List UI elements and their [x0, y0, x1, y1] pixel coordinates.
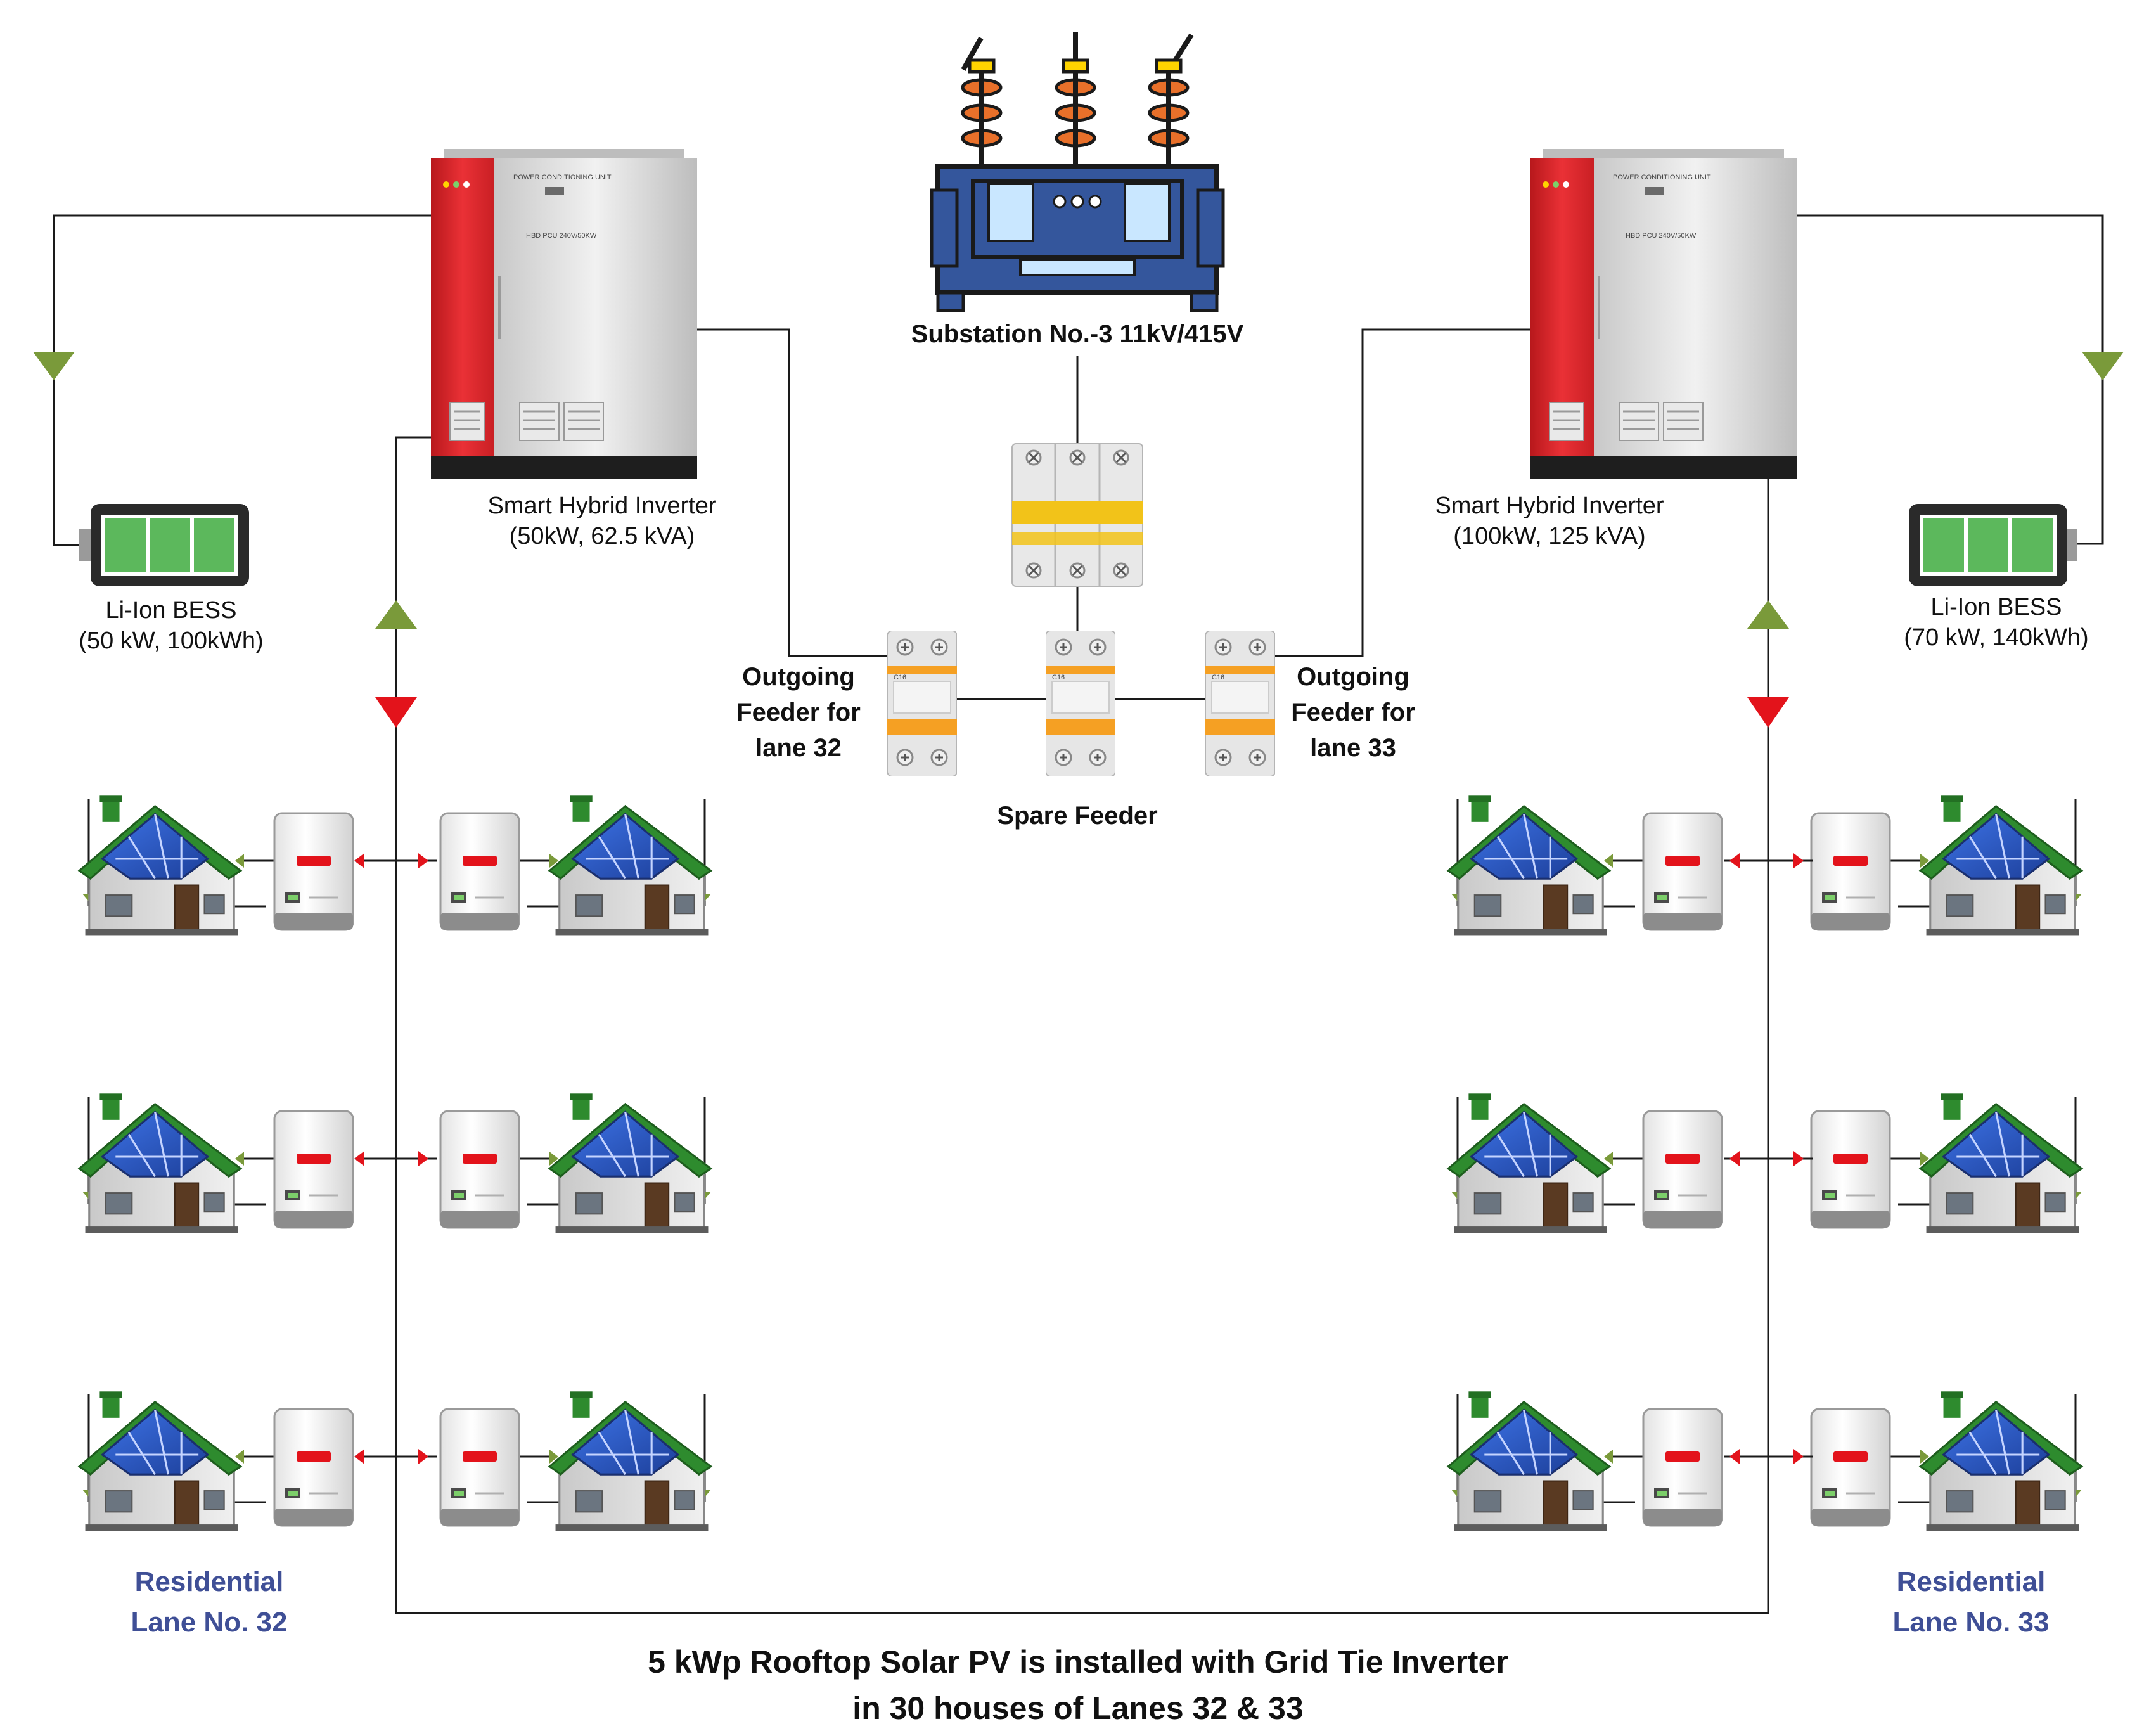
inverter-right-label: Smart Hybrid Inverter (100kW, 125 kVA): [1391, 491, 1708, 551]
spare-feeder-label: Spare Feeder: [951, 800, 1204, 832]
hybrid-inverter-left: POWER CONDITIONING UNIT HBD PCU 240V/50K…: [431, 149, 697, 479]
house-unit: [79, 1093, 353, 1233]
battery-right-rating: (70 kW, 140kWh): [1876, 623, 2117, 653]
house-unit: [1811, 795, 2082, 935]
lane-33-line1: Residential: [1851, 1562, 2091, 1602]
footer-line2: in 30 houses of Lanes 32 & 33: [0, 1685, 2156, 1731]
feeder-breaker-lane-33: [1205, 631, 1275, 776]
arrow-red-down: [375, 697, 417, 728]
footer-line1: 5 kWp Rooftop Solar PV is installed with…: [0, 1639, 2156, 1685]
inverter-model-text: HBD PCU 240V/50KW: [1626, 232, 1697, 240]
feeder-right-line3: lane 33: [1277, 730, 1429, 766]
feeder-breakers: C16 C16 C16: [887, 631, 1275, 776]
battery-left: [79, 504, 249, 586]
inverter-panel-text: POWER CONDITIONING UNIT: [1613, 174, 1711, 181]
lane-33-houses: [1448, 795, 2082, 1531]
inverter-model-text: HBD PCU 240V/50KW: [526, 232, 597, 240]
house-unit: [1448, 1391, 1722, 1531]
lane-33-line2: Lane No. 33: [1851, 1602, 2091, 1643]
house-unit: [440, 1093, 711, 1233]
substation-label-text: Substation No.-3 11kV/415V: [911, 320, 1244, 348]
feeder-left-line1: Outgoing: [722, 659, 875, 695]
battery-left-label: Li-Ion BESS (50 kW, 100kWh): [51, 596, 292, 656]
house-unit: [440, 1391, 711, 1531]
arrow-green-up: [375, 600, 417, 629]
lane-32-line2: Lane No. 32: [89, 1602, 330, 1643]
battery-right-label: Li-Ion BESS (70 kW, 140kWh): [1876, 593, 2117, 653]
lane-32-line1: Residential: [89, 1562, 330, 1602]
breaker-rating-text: C16: [1052, 674, 1065, 681]
inverter-left-rating: (50kW, 62.5 kVA): [444, 522, 760, 552]
lane-32-label: Residential Lane No. 32: [89, 1562, 330, 1643]
feeder-right-label: Outgoing Feeder for lane 33: [1277, 659, 1429, 766]
house-unit: [79, 795, 353, 935]
feeder-breaker-lane-32: [887, 631, 957, 776]
inverter-left-label: Smart Hybrid Inverter (50kW, 62.5 kVA): [444, 491, 760, 551]
house-unit: [1811, 1093, 2082, 1233]
house-unit: [1448, 795, 1722, 935]
house-unit: [1448, 1093, 1722, 1233]
house-unit: [440, 795, 711, 935]
battery-right-title: Li-Ion BESS: [1876, 593, 2117, 623]
breaker-rating-text: C16: [894, 674, 906, 681]
inverter-right-title: Smart Hybrid Inverter: [1391, 491, 1708, 522]
inverter-left-title: Smart Hybrid Inverter: [444, 491, 760, 522]
arrow-green-down: [33, 352, 75, 380]
battery-right: [1909, 504, 2077, 586]
battery-left-title: Li-Ion BESS: [51, 596, 292, 626]
feeder-left-label: Outgoing Feeder for lane 32: [722, 659, 875, 766]
substation-label: Substation No.-3 11kV/415V: [875, 318, 1280, 350]
arrow-red-down: [1747, 697, 1789, 728]
feeder-right-line1: Outgoing: [1277, 659, 1429, 695]
house-unit: [79, 1391, 353, 1531]
feeder-left-line2: Feeder for: [722, 695, 875, 730]
spare-feeder-text: Spare Feeder: [997, 802, 1157, 830]
hybrid-inverter-right: POWER CONDITIONING UNIT HBD PCU 240V/50K…: [1530, 149, 1797, 479]
inverter-right-rating: (100kW, 125 kVA): [1391, 522, 1708, 552]
footer-caption: 5 kWp Rooftop Solar PV is installed with…: [0, 1639, 2156, 1731]
inverter-panel-text: POWER CONDITIONING UNIT: [513, 174, 612, 181]
substation-transformer: [932, 32, 1223, 311]
arrow-green-up: [1747, 600, 1789, 629]
main-breaker: [1012, 444, 1143, 586]
lane-33-label: Residential Lane No. 33: [1851, 1562, 2091, 1643]
feeder-breaker-spare: [1046, 631, 1115, 776]
house-unit: [1811, 1391, 2082, 1531]
battery-left-rating: (50 kW, 100kWh): [51, 626, 292, 657]
breaker-rating-text: C16: [1212, 674, 1224, 681]
feeder-right-line2: Feeder for: [1277, 695, 1429, 730]
feeder-left-line3: lane 32: [722, 730, 875, 766]
arrow-green-down: [2082, 352, 2124, 380]
